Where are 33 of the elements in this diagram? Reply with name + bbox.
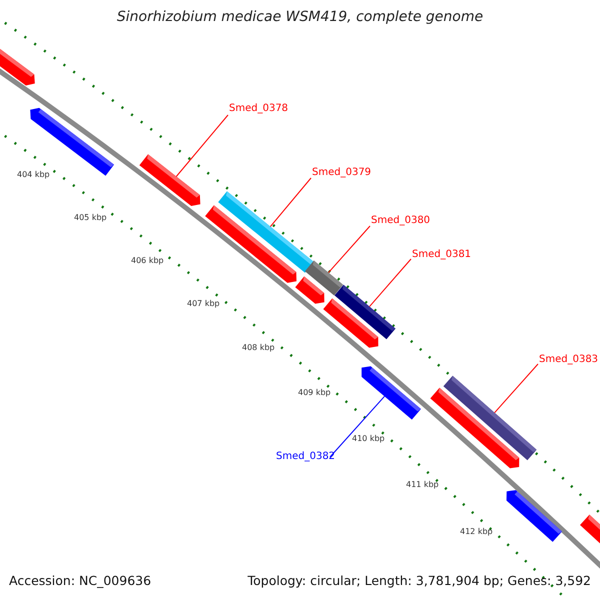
leader-line <box>328 226 370 274</box>
gene-label: Smed_0380 <box>371 216 430 226</box>
footer-text: Accession: NC_009636 <box>9 575 152 588</box>
gene-label: Smed_0381 <box>412 250 472 260</box>
scale-label: 405 kbp <box>74 214 107 222</box>
gene-bar <box>362 366 421 420</box>
leader-line <box>494 364 538 414</box>
gene-bar <box>580 514 600 546</box>
leader-line <box>176 114 228 177</box>
leader-line <box>270 178 312 228</box>
gene-label: Smed_0378 <box>229 104 288 114</box>
scale-label: 404 kbp <box>17 171 50 179</box>
title: Sinorhizobium medicae WSM419, complete genome <box>116 10 484 24</box>
gene-bar <box>430 388 520 468</box>
gene-label: Smed_0382 <box>276 452 336 462</box>
leader-line <box>369 258 412 308</box>
gene-bar <box>205 205 296 283</box>
scale-label: 409 kbp <box>298 389 331 397</box>
gene-label: Smed_0379 <box>312 168 372 178</box>
footer-text: Topology: circular; Length: 3,781,904 bp; Genes: 3,592 <box>248 575 591 588</box>
leader-line <box>330 396 385 458</box>
gene-label: Smed_0383 <box>539 355 598 365</box>
scale-label: 410 kbp <box>352 435 385 443</box>
gene-bar <box>295 276 324 304</box>
gene-bar <box>323 298 378 348</box>
scale-label: 407 kbp <box>187 300 220 308</box>
gene-bar <box>139 154 200 206</box>
scale-label: 406 kbp <box>131 257 164 265</box>
gene-bar <box>506 490 562 542</box>
gene-bar <box>0 46 35 86</box>
scale-label: 408 kbp <box>242 344 275 352</box>
scale-label: 411 kbp <box>406 481 439 489</box>
scale-label: 412 kbp <box>460 528 493 536</box>
